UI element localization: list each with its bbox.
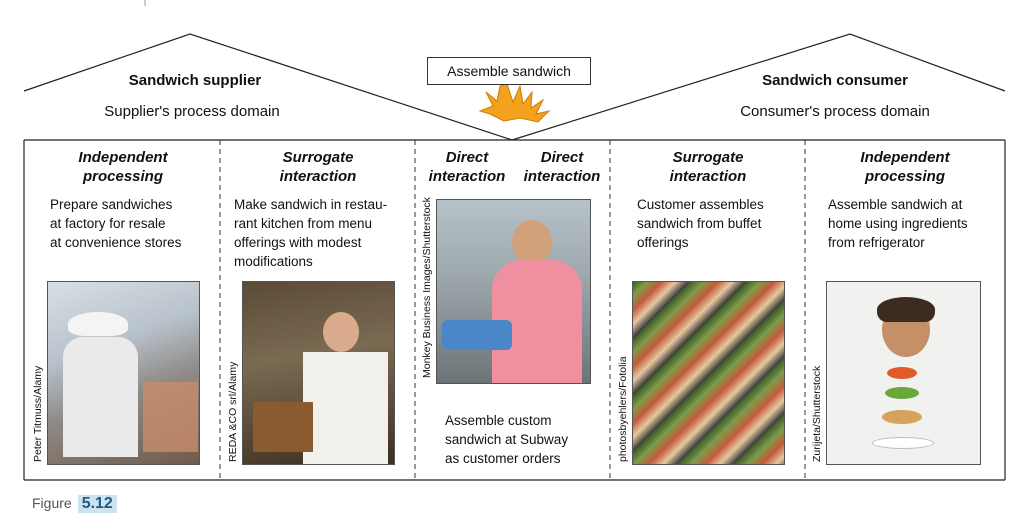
subway-counter-photo [436,199,591,384]
burst-icon [478,83,551,123]
col3-photo-credit: Monkey Business Images/Shutterstock [421,197,433,378]
supplier-title: Sandwich supplier [128,72,262,89]
home-sandwich-photo [826,281,981,465]
col2-photo-credit: REDA &CO srl/Alamy [227,361,239,462]
col5-description: Assemble sandwich at home using ingredie… [828,197,968,250]
col4-description: Customer assembles sandwich from buffet … [637,197,764,250]
assemble-sandwich-label: Assemble sandwich [427,57,591,85]
col5-photo-credit: Zurijeta/Shutterstock [811,365,823,462]
col2-description: Make sandwich in restau- rant kitchen fr… [234,197,388,269]
col1-photo-credit: Peter Titmuss/Alamy [32,365,44,462]
col1-description: Prepare sandwiches at factory for resale… [50,197,182,250]
consumer-title: Sandwich consumer [762,72,908,89]
consumer-subtitle: Consumer's process domain [740,103,930,120]
figure-number: 5.12 [77,495,117,513]
restaurant-kitchen-photo [242,281,395,465]
column-dividers [219,140,806,480]
consumer-roof [511,33,1006,141]
supplier-subtitle: Supplier's process domain [104,103,280,120]
factory-photo [47,281,200,465]
col3-description: Assemble custom sandwich at Subway as cu… [445,413,569,466]
supplier-roof [23,33,513,141]
col4-photo-credit: photosbyehlers/Fotolia [617,356,629,462]
buffet-photo [632,281,785,465]
